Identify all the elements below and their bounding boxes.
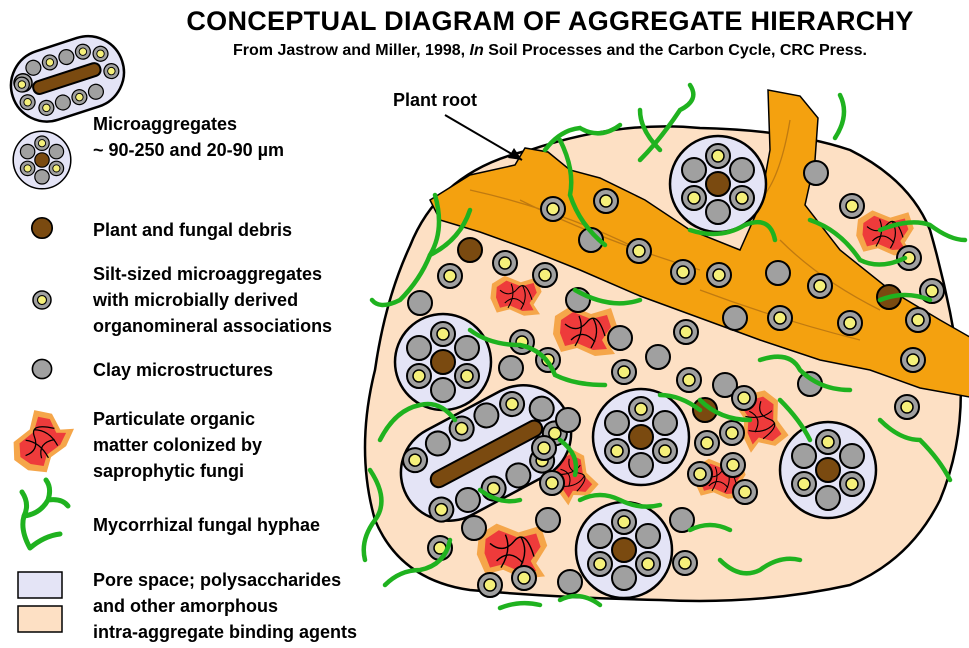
plant-root-pointer [445, 115, 522, 160]
legend-swatch-binding [18, 606, 62, 632]
legend-icon-silt [33, 291, 51, 309]
legend-icon-macroaggregate [2, 27, 134, 131]
legend-icon-pom [5, 404, 77, 480]
legend-icon-microaggregate [13, 131, 71, 189]
legend-icon-clay [32, 359, 51, 378]
legend-icon-hyphae [22, 480, 68, 548]
legend-icon-debris [32, 218, 52, 238]
legend-swatch-pore [18, 572, 62, 598]
